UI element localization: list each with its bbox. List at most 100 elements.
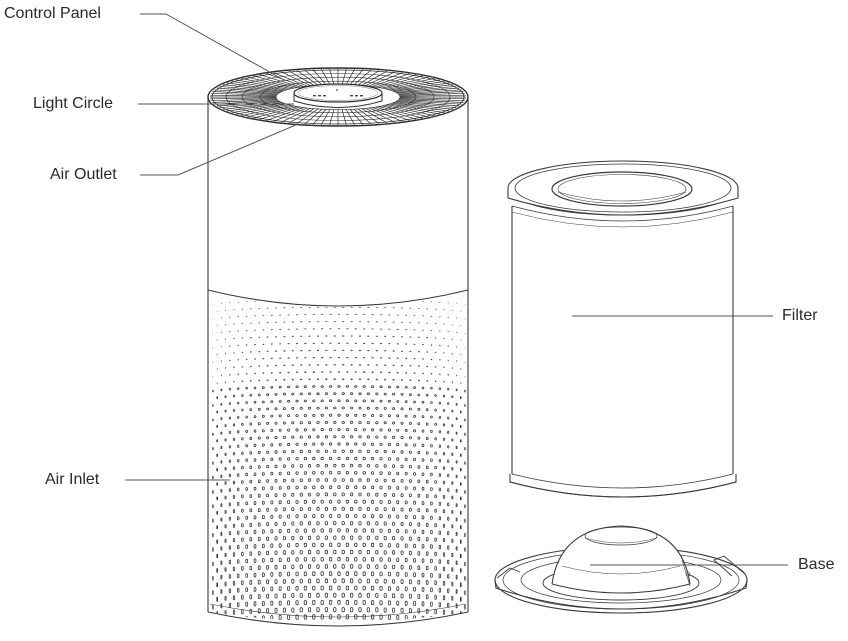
inlet-hole: [317, 393, 319, 395]
inlet-hole: [414, 501, 416, 504]
inlet-hole: [355, 557, 357, 561]
inlet-hole: [300, 508, 302, 511]
inlet-hole: [418, 423, 420, 425]
inlet-hole: [452, 353, 453, 354]
inlet-hole: [355, 457, 357, 460]
inlet-hole: [384, 393, 386, 395]
inlet-hole: [250, 337, 252, 338]
inlet-hole: [271, 616, 273, 620]
inlet-hole: [229, 575, 230, 579]
inlet-hole: [448, 302, 449, 303]
inlet-hole: [401, 365, 403, 367]
inlet-hole: [371, 486, 373, 489]
inlet-hole: [431, 488, 433, 491]
inlet-hole: [329, 414, 331, 416]
inlet-hole: [242, 581, 244, 585]
inlet-hole: [296, 400, 298, 402]
inlet-hole: [371, 343, 373, 344]
inlet-hole: [225, 453, 226, 456]
inlet-hole: [271, 372, 273, 374]
inlet-hole: [359, 321, 361, 322]
inlet-hole: [367, 608, 369, 612]
inlet-hole: [393, 508, 395, 511]
inlet-hole: [213, 548, 214, 552]
inlet-hole: [221, 389, 222, 391]
inlet-hole: [355, 586, 357, 590]
inlet-hole: [371, 500, 373, 503]
inlet-hole: [414, 430, 416, 432]
inlet-hole: [283, 536, 285, 540]
inlet-hole: [376, 393, 378, 395]
inlet-hole: [329, 586, 331, 590]
inlet-hole: [238, 488, 240, 491]
inlet-hole: [279, 358, 281, 359]
inlet-hole: [452, 553, 453, 557]
inlet-hole: [308, 608, 310, 612]
inlet-hole: [465, 576, 466, 580]
inlet-hole: [384, 407, 386, 409]
inlet-hole: [409, 308, 411, 309]
inlet-hole: [267, 437, 269, 439]
inlet-hole: [254, 373, 256, 375]
inlet-hole: [288, 529, 290, 532]
inlet-hole: [363, 586, 365, 590]
inlet-hole: [279, 429, 281, 431]
inlet-hole: [456, 561, 457, 565]
inlet-hole: [384, 379, 386, 381]
inlet-hole: [221, 532, 222, 535]
inlet-hole: [414, 487, 416, 490]
inlet-hole: [229, 460, 230, 463]
inlet-hole: [338, 514, 340, 517]
inlet-hole: [388, 386, 390, 388]
inlet-hole: [380, 429, 382, 431]
inlet-hole: [233, 381, 234, 383]
inlet-hole: [308, 450, 310, 453]
inlet-hole: [363, 414, 365, 416]
inlet-hole: [279, 329, 281, 330]
inlet-hole: [238, 359, 240, 360]
inlet-hole: [355, 357, 357, 358]
inlet-hole: [300, 336, 302, 337]
inlet-hole: [258, 494, 260, 497]
inlet-hole: [393, 436, 395, 438]
inlet-hole: [321, 300, 323, 301]
inlet-hole: [325, 393, 327, 395]
inlet-hole: [388, 486, 390, 489]
inlet-hole: [267, 308, 269, 309]
inlet-hole: [325, 450, 327, 453]
inlet-hole: [275, 565, 277, 569]
inlet-hole: [460, 425, 461, 427]
inlet-hole: [465, 591, 466, 595]
inlet-hole: [233, 324, 234, 325]
inlet-hole: [275, 365, 277, 367]
inlet-hole: [304, 615, 306, 619]
inlet-hole: [443, 481, 444, 484]
inlet-hole: [267, 422, 269, 424]
inlet-hole: [401, 537, 403, 541]
inlet-hole: [448, 388, 449, 390]
inlet-hole: [213, 304, 214, 305]
inlet-hole: [308, 436, 310, 438]
inlet-hole: [304, 500, 306, 503]
inlet-hole: [426, 466, 428, 469]
inlet-hole: [334, 407, 336, 409]
inlet-hole: [225, 396, 226, 398]
inlet-hole: [418, 394, 420, 396]
inlet-hole: [439, 445, 441, 447]
inlet-hole: [233, 467, 234, 470]
inlet-hole: [409, 365, 411, 367]
inlet-hole: [217, 325, 218, 326]
inlet-hole: [225, 582, 226, 586]
inlet-hole: [414, 544, 416, 548]
inlet-hole: [376, 550, 378, 554]
inlet-hole: [258, 594, 260, 598]
inlet-hole: [334, 493, 336, 496]
inlet-hole: [439, 588, 441, 592]
inlet-hole: [313, 558, 315, 562]
inlet-hole: [304, 543, 306, 547]
inlet-hole: [225, 467, 226, 470]
inlet-hole: [414, 587, 416, 591]
inlet-hole: [460, 569, 461, 573]
inlet-hole: [393, 422, 395, 424]
inlet-hole: [246, 559, 248, 563]
